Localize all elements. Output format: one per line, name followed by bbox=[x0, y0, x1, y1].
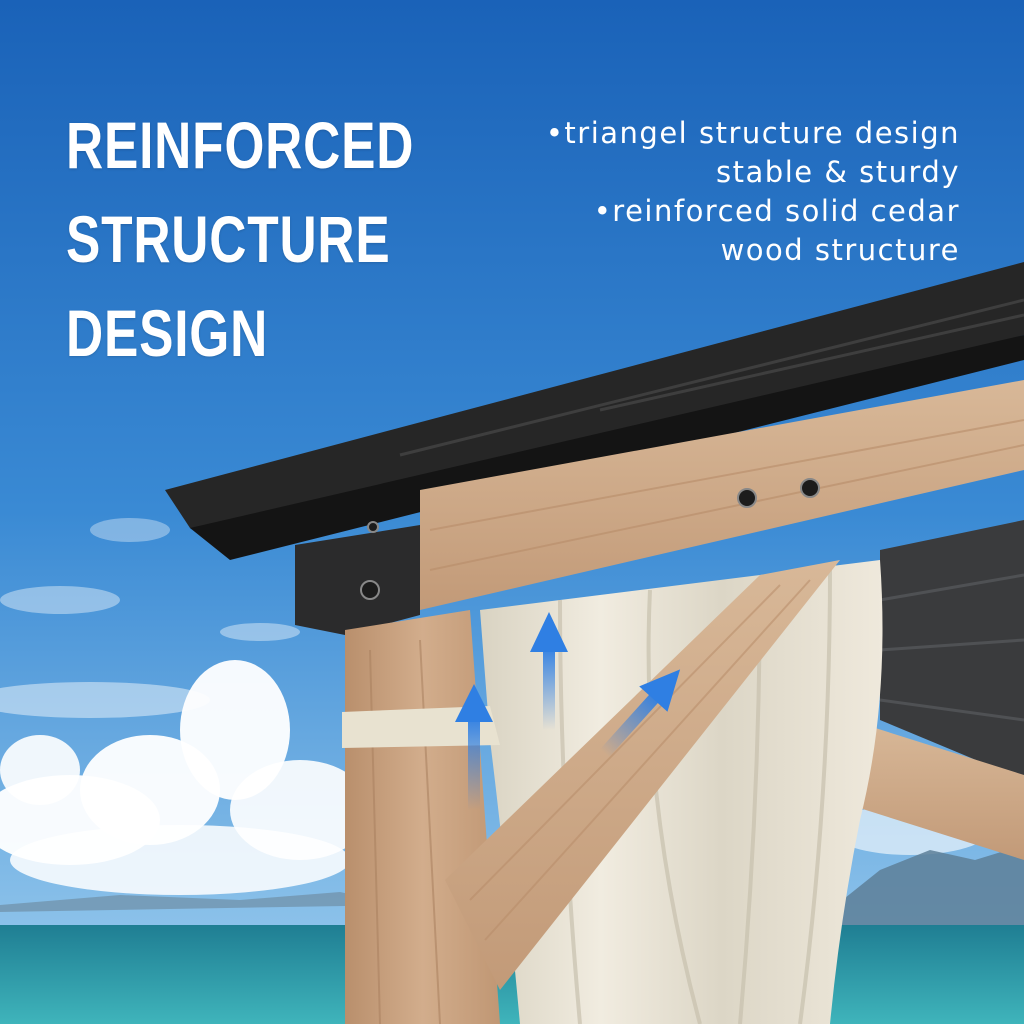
headline: REINFORCED STRUCTURE DESIGN bbox=[66, 98, 414, 380]
right-beam bbox=[850, 720, 1024, 860]
diagonal-brace bbox=[445, 560, 840, 990]
mountains-right bbox=[830, 845, 1024, 930]
feature-line-1: •triangel structure design bbox=[545, 116, 960, 150]
clouds bbox=[0, 518, 990, 895]
arrow-up-icon-center bbox=[530, 612, 568, 730]
roof bbox=[165, 262, 1024, 555]
corner-bracket bbox=[295, 525, 420, 635]
feature-line-2: stable & sturdy bbox=[716, 155, 960, 189]
top-beam bbox=[420, 380, 1024, 610]
feature-list: •triangel structure design stable & stur… bbox=[546, 114, 960, 270]
curtain bbox=[480, 560, 883, 1024]
feature-line-4: wood structure bbox=[720, 233, 960, 267]
headline-line-3: DESIGN bbox=[66, 296, 269, 370]
headline-line-1: REINFORCED bbox=[66, 108, 415, 182]
bolts bbox=[360, 478, 820, 600]
feature-line-3: •reinforced solid cedar bbox=[593, 194, 960, 228]
roof-edge bbox=[190, 335, 1024, 560]
arrow-up-icon-left bbox=[455, 684, 493, 810]
arrow-diagonal-icon bbox=[600, 669, 681, 758]
mountains bbox=[0, 892, 400, 912]
headline-line-2: STRUCTURE bbox=[66, 202, 391, 276]
